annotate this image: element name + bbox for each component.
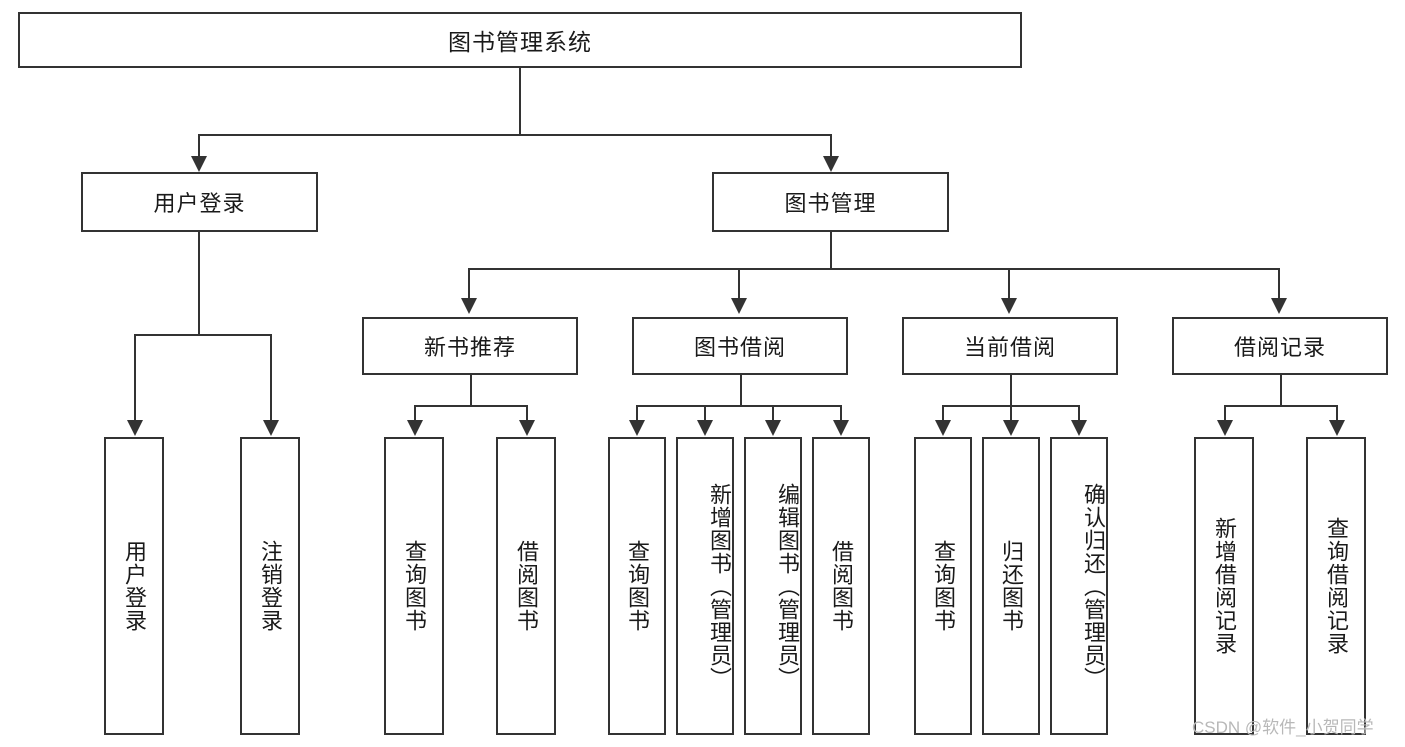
leaf-label: 注销登录 [257, 540, 283, 632]
leaf-add-book: 新增图书（管理员） [676, 437, 734, 735]
connector-level2-bus [198, 134, 832, 136]
leaf-label: 查询图书 [401, 540, 427, 632]
connector-user-login-drop-1 [134, 334, 136, 422]
leaf-label: 新增借阅记录 [1211, 517, 1237, 655]
leaf-label: 用户登录 [121, 540, 147, 632]
connector-current-borrow-stem [1010, 375, 1012, 407]
arrow-down-icon [1271, 298, 1287, 314]
arrow-down-icon [519, 420, 535, 436]
connector-book-borrow-drop-4 [840, 405, 842, 423]
arrow-down-icon [765, 420, 781, 436]
connector-current-borrow-drop-3 [1078, 405, 1080, 423]
leaf-edit-book: 编辑图书（管理员） [744, 437, 802, 735]
leaf-query-books-1: 查询图书 [384, 437, 444, 735]
connector-borrow-records-bus [1224, 405, 1338, 407]
connector-new-book-bus [414, 405, 528, 407]
connector-current-borrow-drop-1 [942, 405, 944, 423]
connector-book-management-stem [830, 232, 832, 270]
arrow-down-icon [731, 298, 747, 314]
arrow-down-icon [407, 420, 423, 436]
connector-level2-drop-book-management [830, 134, 832, 156]
connector-borrow-records-drop-1 [1224, 405, 1226, 423]
leaf-label: 查询借阅记录 [1323, 517, 1349, 655]
arrow-down-icon [833, 420, 849, 436]
connector-borrow-records-stem [1280, 375, 1282, 407]
arrow-down-icon [1003, 420, 1019, 436]
leaf-return-book: 归还图书 [982, 437, 1040, 735]
arrow-down-icon [823, 156, 839, 172]
connector-level3-drop-4 [1278, 268, 1280, 300]
leaf-logout: 注销登录 [240, 437, 300, 735]
leaf-user-login: 用户登录 [104, 437, 164, 735]
connector-user-login-bus [134, 334, 270, 336]
leaf-label: 查询图书 [930, 540, 956, 632]
arrow-down-icon [461, 298, 477, 314]
node-current-borrow: 当前借阅 [902, 317, 1118, 375]
node-book-management: 图书管理 [712, 172, 949, 232]
leaf-label: 确认归还（管理员） [1081, 482, 1106, 690]
node-user-login: 用户登录 [81, 172, 318, 232]
connector-root-stem [519, 68, 521, 135]
connector-user-login-drop-2 [270, 334, 272, 422]
connector-new-book-stem [470, 375, 472, 407]
leaf-query-record: 查询借阅记录 [1306, 437, 1366, 735]
leaf-label: 新增图书（管理员） [707, 482, 732, 690]
arrow-down-icon [1217, 420, 1233, 436]
connector-user-login-stem [198, 232, 200, 336]
arrow-down-icon [191, 156, 207, 172]
connector-level3-bus [468, 268, 1280, 270]
connector-borrow-records-drop-2 [1336, 405, 1338, 423]
arrow-down-icon [263, 420, 279, 436]
leaf-borrow-books-1: 借阅图书 [496, 437, 556, 735]
leaf-add-record: 新增借阅记录 [1194, 437, 1254, 735]
connector-level2-drop-user-login [198, 134, 200, 156]
node-borrow-records: 借阅记录 [1172, 317, 1388, 375]
arrow-down-icon [1329, 420, 1345, 436]
connector-new-book-drop-2 [526, 405, 528, 423]
arrow-down-icon [697, 420, 713, 436]
leaf-label: 查询图书 [624, 540, 650, 632]
connector-book-borrow-drop-3 [772, 405, 774, 423]
leaf-query-books-3: 查询图书 [914, 437, 972, 735]
leaf-label: 编辑图书（管理员） [775, 482, 800, 690]
leaf-label: 借阅图书 [513, 540, 539, 632]
connector-level3-drop-3 [1008, 268, 1010, 300]
arrow-down-icon [629, 420, 645, 436]
leaf-label: 借阅图书 [828, 540, 854, 632]
node-book-management-system: 图书管理系统 [18, 12, 1022, 68]
connector-level3-drop-2 [738, 268, 740, 300]
arrow-down-icon [127, 420, 143, 436]
node-new-book-recommend: 新书推荐 [362, 317, 578, 375]
connector-new-book-drop-1 [414, 405, 416, 423]
node-book-borrow: 图书借阅 [632, 317, 848, 375]
connector-book-borrow-bus [636, 405, 840, 407]
leaf-label: 归还图书 [998, 540, 1024, 632]
connector-current-borrow-drop-2 [1010, 405, 1012, 423]
arrow-down-icon [1001, 298, 1017, 314]
leaf-confirm-return: 确认归还（管理员） [1050, 437, 1108, 735]
connector-book-borrow-stem [740, 375, 742, 407]
connector-level3-drop-1 [468, 268, 470, 300]
connector-book-borrow-drop-2 [704, 405, 706, 423]
leaf-query-books-2: 查询图书 [608, 437, 666, 735]
connector-book-borrow-drop-1 [636, 405, 638, 423]
leaf-borrow-books-2: 借阅图书 [812, 437, 870, 735]
arrow-down-icon [935, 420, 951, 436]
arrow-down-icon [1071, 420, 1087, 436]
